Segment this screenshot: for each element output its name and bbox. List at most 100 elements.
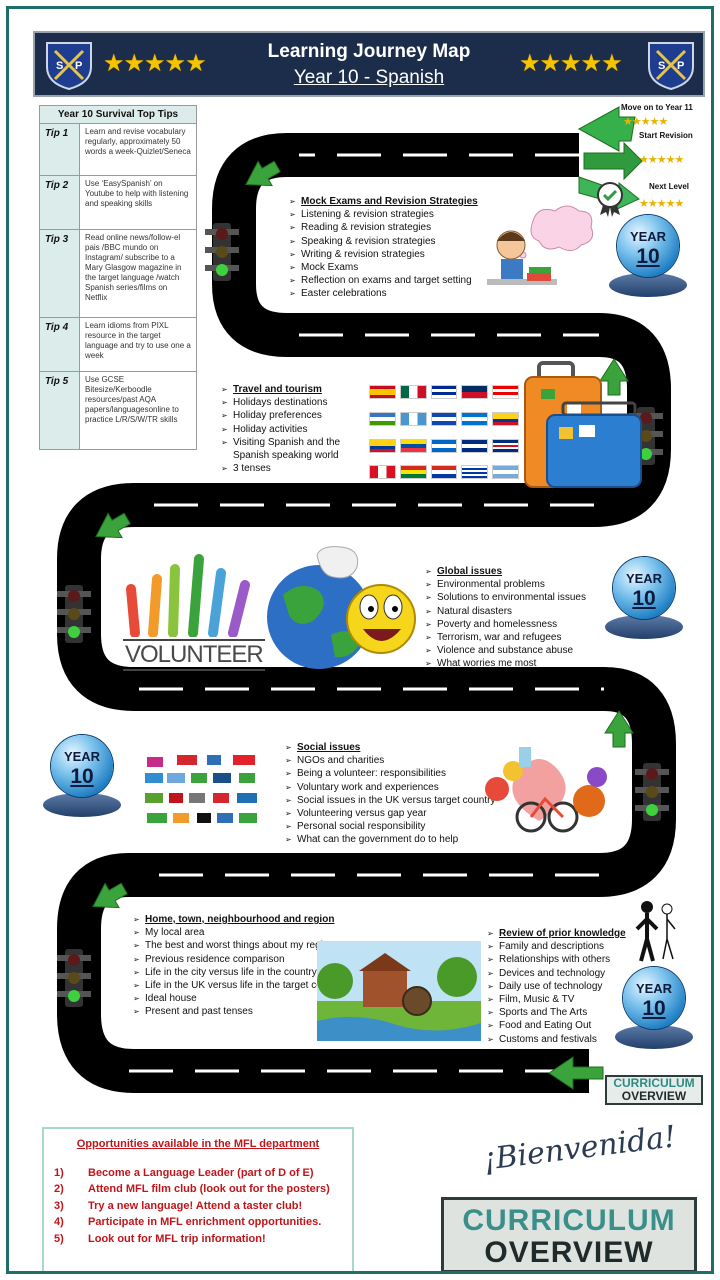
topic-item: Mock Exams xyxy=(289,261,478,274)
topic-item: Reading & revision strategies xyxy=(289,221,478,234)
suitcases-icon xyxy=(524,361,642,488)
badge-base xyxy=(609,273,687,297)
flag-icon xyxy=(430,385,458,399)
badge-year-number: 10 xyxy=(70,765,94,788)
curriculum-line2: OVERVIEW xyxy=(621,1089,687,1103)
topic-item: Reflection on exams and target setting xyxy=(289,274,478,287)
topic-item: Life in the UK versus life in the target… xyxy=(133,979,347,992)
opportunity-item: 3)Try a new language! Attend a taster cl… xyxy=(54,1199,303,1212)
stars-left: ★★★★★ xyxy=(103,49,207,77)
flag-icon xyxy=(399,465,427,480)
topic-item: Ideal house xyxy=(133,992,347,1005)
svg-text:P: P xyxy=(677,60,684,72)
traffic-light-icon xyxy=(635,763,669,821)
person-shadow-icon xyxy=(635,901,676,962)
topic-item: Holidays destinations xyxy=(221,396,361,409)
mini-stars: ★★★★★ xyxy=(639,153,684,166)
badge-year-number: 10 xyxy=(642,997,666,1020)
topic-title: Global issues xyxy=(425,565,586,578)
topic-item: Holiday preferences xyxy=(221,409,361,422)
badge-base xyxy=(615,1025,693,1049)
flag-icon xyxy=(399,385,427,399)
topic-title: Social issues xyxy=(285,741,495,754)
topic-item: Previous residence comparison xyxy=(133,953,347,966)
opportunity-item: 4)Participate in MFL enrichment opportun… xyxy=(54,1216,322,1229)
topic-item: Devices and technology xyxy=(487,967,626,980)
flag-icon xyxy=(461,465,489,480)
mini-stars: ★★★★★ xyxy=(639,197,684,210)
green-arrow-icon xyxy=(92,882,128,909)
flag-icon xyxy=(492,465,519,480)
school-crest-icon: S P xyxy=(46,42,92,91)
badge-ball xyxy=(617,215,679,277)
topic-item: Social issues in the UK versus target co… xyxy=(285,794,495,807)
stars-right: ★★★★★ xyxy=(519,49,623,77)
mini-stars: ★★★★★ xyxy=(623,115,668,128)
topic-item: Food and Eating Out xyxy=(487,1019,626,1032)
topic-item: Visiting Spanish and the Spanish speakin… xyxy=(221,436,361,462)
green-arrow-icon xyxy=(583,141,643,181)
topic-travel-tourism: Travel and tourism Holidays destinations… xyxy=(221,383,361,476)
learning-journey-map: S P ★★★★★ Learning Journey Map Year 10 -… xyxy=(6,6,714,1274)
topic-social-issues: Social issues NGOs and charities Being a… xyxy=(285,741,495,847)
charity-logos xyxy=(145,755,257,823)
topic-item: Relationships with others xyxy=(487,953,626,966)
tip-text: Use GCSE Bitesize/Kerboodle resources/pa… xyxy=(79,371,197,450)
start-revision-label: Start Revision xyxy=(639,131,693,140)
topic-title: Home, town, neighbourhood and region xyxy=(133,913,347,926)
topic-item: Environmental problems xyxy=(425,578,586,591)
next-level-label: Next Level xyxy=(649,182,690,191)
svg-text:P: P xyxy=(75,60,82,72)
badge-year-label: YEAR xyxy=(629,229,667,244)
volunteer-word: VOLUNTEER xyxy=(123,639,265,671)
flag-icon xyxy=(399,411,427,426)
badge-ball xyxy=(51,735,113,797)
flag-icon xyxy=(492,385,519,399)
topic-title: Review of prior knowledge xyxy=(487,927,626,940)
traffic-light-icon xyxy=(205,223,239,281)
tip-label: Tip 4 xyxy=(39,317,80,372)
topic-item: Holiday activities xyxy=(221,423,361,436)
topic-item: Present and past tenses xyxy=(133,1005,347,1018)
flag-icon xyxy=(430,411,458,426)
topic-item: Poverty and homelessness xyxy=(425,618,586,631)
topic-item: Voluntary work and experiences xyxy=(285,781,495,794)
tips-heading: Year 10 Survival Top Tips xyxy=(39,105,197,124)
badge-year-label: YEAR xyxy=(625,571,663,586)
flag-icon xyxy=(369,385,396,399)
opportunity-item: 5)Look out for MFL trip information! xyxy=(54,1232,266,1245)
page-subtitle: Year 10 - Spanish xyxy=(293,67,445,88)
topic-item: What can the government do to help xyxy=(285,833,495,846)
page-title: Learning Journey Map xyxy=(267,41,471,62)
curriculum-line1: CURRICULUM xyxy=(462,1204,676,1237)
flag-icon xyxy=(369,411,396,426)
year-10-badge: YEAR 10 xyxy=(43,735,121,827)
traffic-light-icon xyxy=(57,585,91,643)
topic-item: Natural disasters xyxy=(425,605,586,618)
topic-global-issues: Global issues Environmental problems Sol… xyxy=(425,565,586,671)
topic-item: Solutions to environmental issues xyxy=(425,591,586,604)
spanish-speaking-flags xyxy=(369,385,519,489)
flag-icon xyxy=(492,438,519,453)
year-10-badge: YEAR 10 xyxy=(609,215,687,307)
curriculum-line1: CURRICULUM xyxy=(613,1076,695,1090)
flag-icon xyxy=(369,438,396,453)
topic-item: Sports and The Arts xyxy=(487,1006,626,1019)
curriculum-overview-small: CURRICULUM OVERVIEW xyxy=(605,1075,703,1105)
topic-item: Terrorism, war and refugees xyxy=(425,631,586,644)
curriculum-line2: OVERVIEW xyxy=(484,1236,654,1269)
green-arrow-icon xyxy=(577,106,636,152)
flag-icon xyxy=(369,465,396,480)
tip-label: Tip 2 xyxy=(39,175,80,230)
watermill-landscape-icon xyxy=(317,941,481,1041)
badge-year-number: 10 xyxy=(636,245,660,268)
topic-item: My local area xyxy=(133,926,347,939)
badge-base xyxy=(605,615,683,639)
healthy-lifestyle-icon xyxy=(485,747,607,833)
flag-icon xyxy=(461,385,489,399)
badge-year-label: YEAR xyxy=(63,749,101,764)
badge-year-number: 10 xyxy=(632,587,656,610)
green-arrow-icon xyxy=(548,1056,604,1090)
topic-item: Writing & revision strategies xyxy=(289,248,478,261)
